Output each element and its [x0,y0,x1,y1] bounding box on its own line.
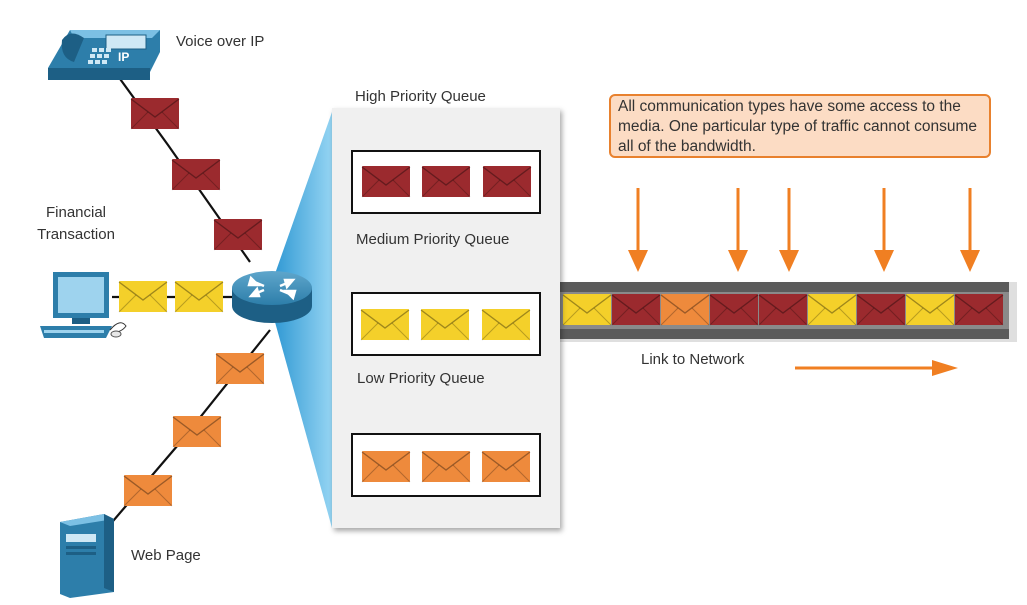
envelope-high [171,158,221,191]
envelope-medium [360,308,410,341]
envelope-medium [118,280,168,313]
envelope-high [482,165,532,198]
server-icon [60,514,114,598]
financial-label: Financial Transaction [24,202,128,246]
link-packet-high [954,293,1004,326]
envelope-low [172,415,222,448]
computer-icon [40,272,127,338]
envelope-medium [420,308,470,341]
link-packet-medium [807,293,857,326]
envelope-high [213,218,263,251]
envelope-high [130,97,180,130]
access-arrows [628,188,980,272]
link-direction-arrow [795,360,958,376]
link-packet-high [709,293,759,326]
envelope-low [481,450,531,483]
envelope-low [215,352,265,385]
router-icon [232,271,312,323]
ip-phone-icon [48,30,160,80]
web-page-label: Web Page [131,547,201,564]
link-packet-medium [562,293,612,326]
link-packet-medium [905,293,955,326]
financial-label-line1: Financial [45,204,107,221]
medium-queue-envelopes [360,308,531,341]
link-packets [562,293,1004,326]
queue-projection [270,112,332,528]
envelope-low [361,450,411,483]
financial-label-line2: Transaction [37,226,115,243]
envelope-medium [174,280,224,313]
link-packet-high [611,293,661,326]
link-packet-high [758,293,808,326]
phone-badge: IP [118,50,129,64]
low-queue-envelopes [361,450,531,483]
medium-queue-label: Medium Priority Queue [356,231,510,248]
bandwidth-note: All communication types have some access… [609,94,991,158]
low-priority-queue [351,433,541,497]
link-label: Link to Network [641,351,745,368]
envelope-low [421,450,471,483]
voip-label: Voice over IP [176,33,265,50]
voip-envelopes [130,97,263,251]
link-packet-low [660,293,710,326]
envelope-medium [481,308,531,341]
envelope-high [421,165,471,198]
high-queue-envelopes [361,165,532,198]
low-queue-label: Low Priority Queue [357,370,485,387]
high-queue-label: High Priority Queue [355,88,486,105]
link-packet-high [856,293,906,326]
web-envelopes [123,352,265,507]
envelope-high [361,165,411,198]
envelope-low [123,474,173,507]
medium-priority-queue [351,292,541,356]
high-priority-queue [351,150,541,214]
